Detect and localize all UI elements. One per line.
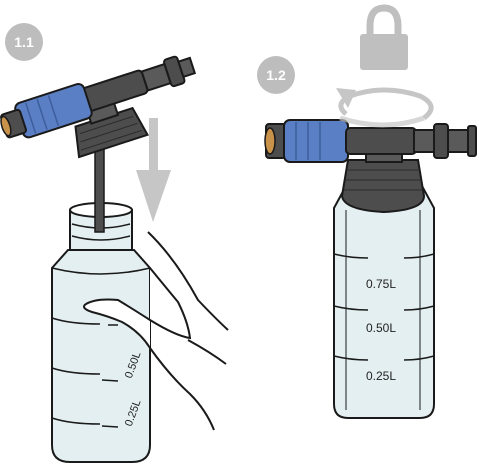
rotate-arrow-icon	[336, 88, 431, 125]
right-bottle	[334, 186, 434, 418]
lock-icon	[360, 8, 408, 70]
step-badge-1-2: 1.2	[257, 56, 295, 94]
right-scale-label: 0.50L	[366, 321, 396, 335]
right-scale-label: 0.75L	[366, 277, 396, 291]
step-badge-label: 1.2	[266, 67, 286, 83]
step-badge-1-1: 1.1	[5, 23, 43, 61]
step-1-2-panel: 1.2 0.75L 0.50L 0.25L	[257, 8, 476, 418]
siphon-tube	[95, 140, 104, 232]
right-scale-label: 0.25L	[366, 369, 396, 383]
step-badge-label: 1.1	[14, 34, 34, 50]
step-1-1-panel: 1.1 0.50L 0.25L	[0, 23, 228, 462]
